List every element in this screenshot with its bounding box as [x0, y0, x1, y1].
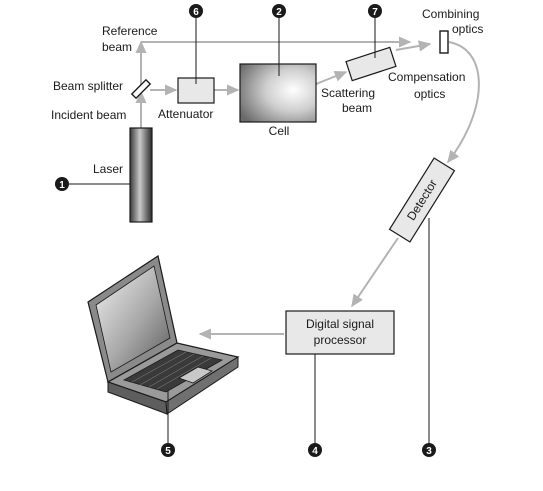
dsp-label-line1: Digital signal	[306, 317, 374, 331]
marker-6: 6	[189, 4, 203, 18]
scattering-beam	[315, 70, 348, 85]
cell-label: Cell	[269, 124, 290, 138]
marker-1: 1	[55, 177, 69, 191]
dsp-label-line2: processor	[314, 333, 367, 347]
cell	[239, 63, 317, 123]
laser	[129, 127, 153, 223]
detector-to-dsp-signal	[351, 237, 399, 308]
reference-beam-label-line2: beam	[102, 40, 132, 54]
marker-3: 3	[422, 443, 436, 457]
digital-signal-processor	[285, 310, 395, 355]
laptop-computer	[87, 255, 240, 415]
laser-label: Laser	[93, 162, 123, 176]
svg-text:7: 7	[372, 7, 378, 18]
detector: Detector	[388, 157, 456, 243]
compensation-to-combining-beam	[395, 40, 432, 52]
incident-beam-label: Incident beam	[51, 108, 126, 122]
beam-splitter	[130, 78, 152, 100]
svg-text:2: 2	[276, 7, 282, 18]
combining-optics-label-line1: Combining	[422, 7, 479, 21]
marker-4: 4	[308, 443, 322, 457]
marker-2: 2	[272, 4, 286, 18]
marker-leaders	[68, 17, 430, 444]
compensation-optics-label-line2: optics	[414, 87, 445, 101]
compensation-optics	[345, 46, 397, 82]
svg-text:1: 1	[59, 180, 65, 191]
marker-5: 5	[161, 443, 175, 457]
beam-splitter-label: Beam splitter	[53, 79, 123, 93]
scattering-beam-label-line2: beam	[342, 101, 372, 115]
compensation-optics-label-line1: Compensation	[388, 70, 465, 84]
svg-text:5: 5	[165, 446, 171, 457]
marker-7: 7	[368, 4, 382, 18]
combining-optics	[439, 30, 449, 54]
combining-optics-label-line2: optics	[452, 22, 483, 36]
attenuator-label: Attenuator	[158, 107, 213, 121]
svg-text:3: 3	[426, 446, 432, 457]
reference-beam-label-line1: Reference	[102, 24, 158, 38]
svg-text:4: 4	[312, 446, 318, 457]
scattering-beam-label-line1: Scattering	[321, 86, 375, 100]
svg-text:6: 6	[193, 7, 199, 18]
combined-beam	[447, 41, 480, 164]
